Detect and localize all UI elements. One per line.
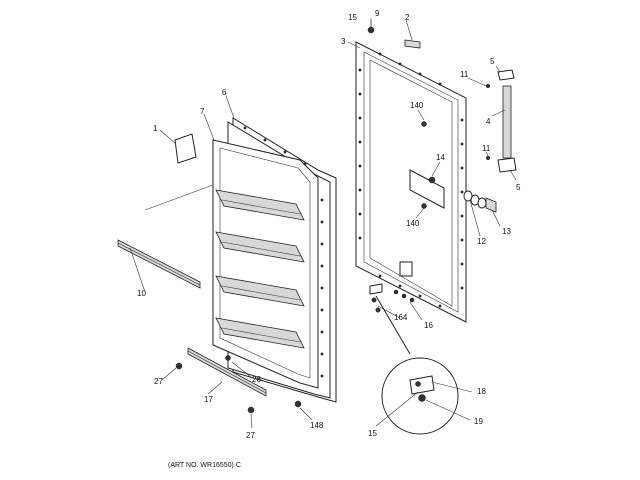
bottom-bar-part [187, 347, 267, 397]
callout-140: 140 [406, 219, 420, 228]
bottom-hinge-parts [369, 283, 415, 313]
callout-27: 27 [246, 431, 255, 440]
callout-26: 26 [252, 375, 261, 384]
callout-27: 27 [154, 377, 163, 386]
callout-19: 19 [474, 417, 483, 426]
detail-zoom-circle [375, 295, 459, 435]
callout-148: 148 [310, 421, 324, 430]
screw-part [247, 406, 255, 414]
callout-numbers: 9 2 15 3 5 11 140 4 11 14 5 140 13 12 6 … [137, 9, 521, 440]
handle-assembly [409, 169, 497, 213]
callout-9: 9 [375, 9, 380, 18]
callout-13: 13 [502, 227, 511, 236]
callout-18: 18 [477, 387, 486, 396]
screw-part [421, 121, 427, 127]
callout-4: 4 [486, 117, 491, 126]
screw-part [421, 203, 427, 209]
hinge-rod-assembly [485, 69, 517, 173]
door-bar-part [117, 239, 201, 289]
callout-15: 15 [368, 429, 377, 438]
door-shelves [215, 189, 305, 349]
screw-part [225, 355, 231, 361]
callout-17: 17 [204, 395, 213, 404]
callout-3: 3 [341, 37, 346, 46]
label-card-part [174, 133, 197, 164]
top-strip-part [404, 39, 421, 49]
door-liner-assembly [212, 117, 337, 403]
callout-140: 140 [410, 101, 424, 110]
callout-5: 5 [516, 183, 521, 192]
screw-part [175, 362, 183, 370]
top-screw-part [367, 26, 375, 34]
door-gasket-dots [243, 126, 324, 378]
callout-164: 164 [394, 313, 408, 322]
callout-14: 14 [436, 153, 445, 162]
callout-11: 11 [482, 144, 491, 153]
leader-lines [129, 18, 517, 429]
screw-part [294, 400, 302, 408]
callout-15: 15 [348, 13, 357, 22]
callout-12: 12 [477, 237, 486, 246]
callout-7: 7 [200, 107, 205, 116]
callout-6: 6 [222, 88, 227, 97]
callout-10: 10 [137, 289, 146, 298]
callout-5: 5 [490, 57, 495, 66]
art-number-caption: (ART NO. WR16550) C [168, 462, 241, 469]
callout-2: 2 [405, 13, 410, 22]
callout-11: 11 [460, 70, 469, 79]
callout-16: 16 [424, 321, 433, 330]
callout-1: 1 [153, 124, 158, 133]
